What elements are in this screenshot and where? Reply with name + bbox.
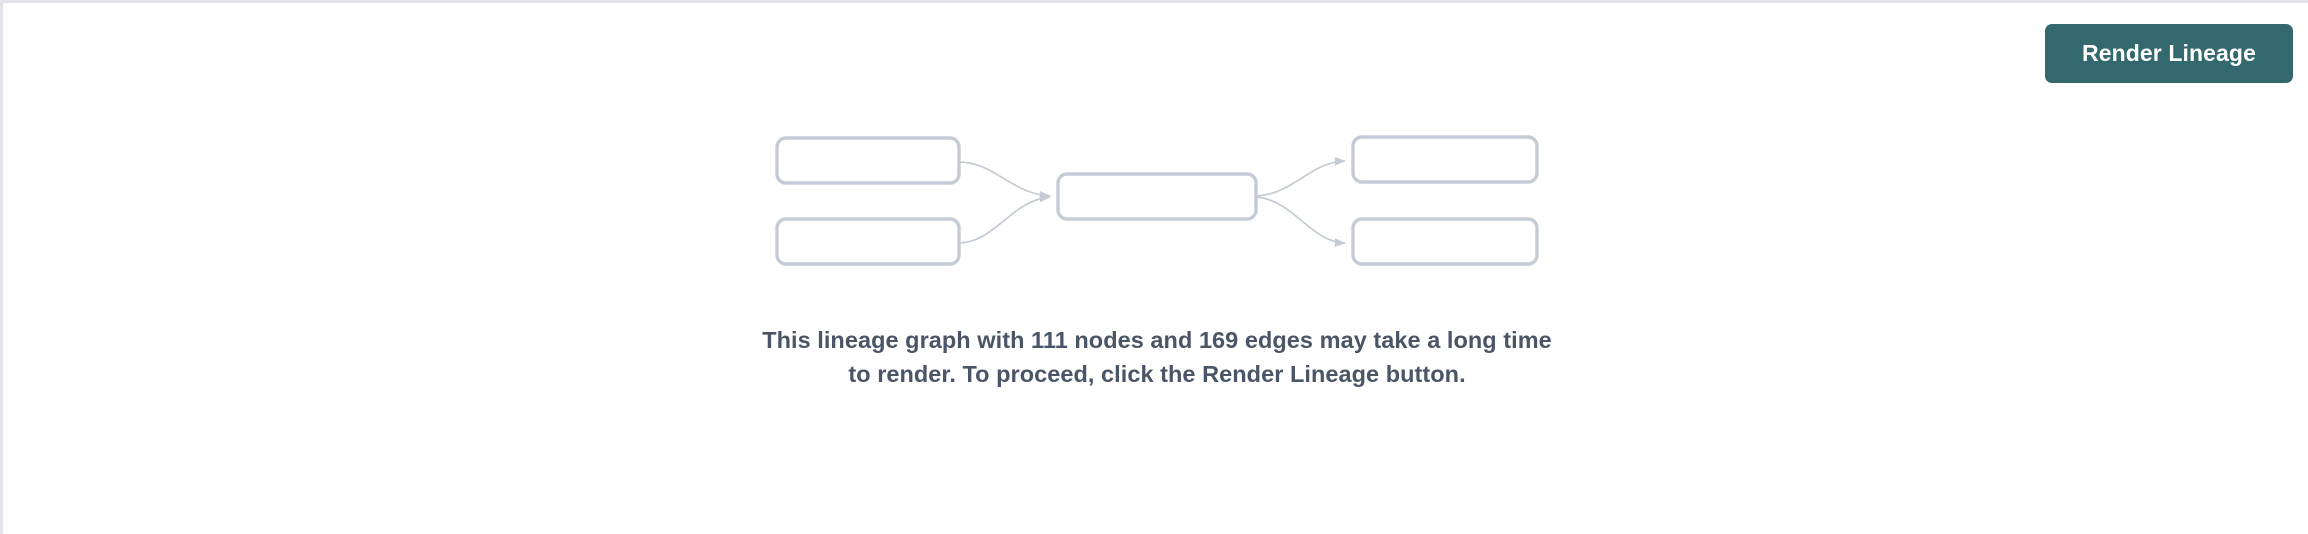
lineage-node-left-top <box>775 136 961 185</box>
lineage-edge <box>958 161 1051 200</box>
render-lineage-button[interactable]: Render Lineage <box>2045 24 2293 83</box>
lineage-node-right-bottom <box>1351 217 1539 266</box>
lineage-node-group <box>775 135 1539 266</box>
lineage-edge <box>958 193 1051 244</box>
lineage-edge-group-outputs <box>1255 156 1346 248</box>
lineage-node-center <box>1056 172 1258 221</box>
lineage-node-right-top <box>1351 135 1539 184</box>
lineage-graph-placeholder-illustration <box>775 135 1539 266</box>
lineage-placeholder: This lineage graph with 111 nodes and 16… <box>3 3 2308 534</box>
lineage-toolbar: Render Lineage <box>3 3 2308 107</box>
lineage-edge <box>1255 156 1346 197</box>
lineage-node-left-bottom <box>775 217 961 266</box>
lineage-placeholder-message: This lineage graph with 111 nodes and 16… <box>762 327 1552 388</box>
lineage-edge-group-inputs <box>958 161 1051 244</box>
lineage-edge <box>1255 196 1346 248</box>
